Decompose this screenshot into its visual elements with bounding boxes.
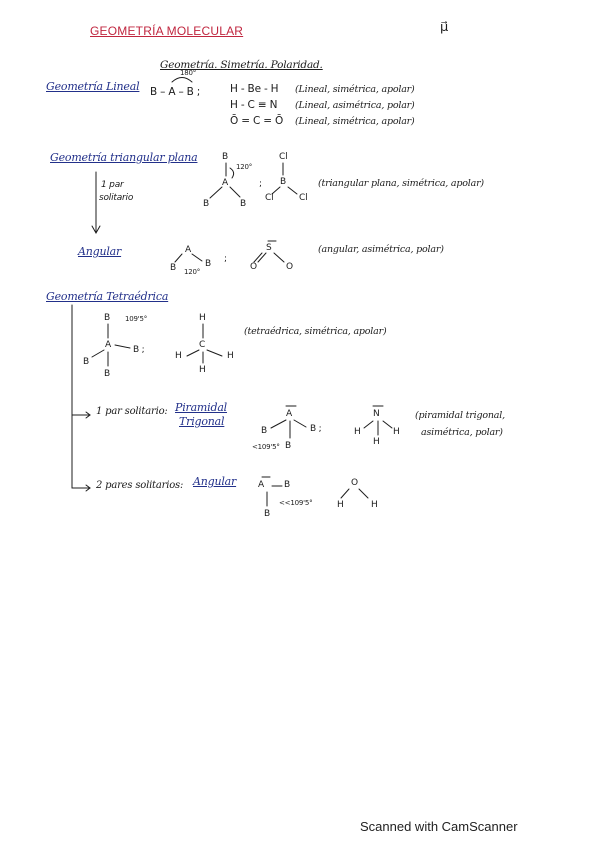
atom-label: Cl xyxy=(279,152,288,162)
tetrahedral-note: (tetraédrica, simétrica, apolar) xyxy=(244,326,387,337)
bond-line xyxy=(382,420,393,429)
atom-label: B xyxy=(104,369,110,379)
atom-label: A xyxy=(185,245,191,255)
pyramidal-heading: Trigonal xyxy=(179,415,225,428)
tetrahedral-angle: 109'5° xyxy=(125,315,148,323)
lone-pair-note: 1 par xyxy=(101,180,124,190)
atom-label: B xyxy=(280,177,286,187)
atom-label: O xyxy=(250,262,257,272)
arrow-head xyxy=(91,225,101,235)
atom-label: H xyxy=(199,365,206,375)
atom-label: B xyxy=(240,199,246,209)
atom-label: B xyxy=(170,263,176,273)
arrow-head xyxy=(85,411,91,419)
separator: ; xyxy=(259,179,262,189)
arrow-head xyxy=(85,484,91,492)
trigonal-heading: Geometría triangular plana xyxy=(50,151,198,164)
bond-line xyxy=(270,419,287,429)
linear-example-formula: H - C ≡ N xyxy=(230,99,278,111)
linear-example-formula: Ō = C = Ō xyxy=(230,115,284,127)
separator: ; xyxy=(224,254,227,264)
bond-line xyxy=(271,186,281,195)
atom-label: B ; xyxy=(310,424,322,434)
angular-heading: Angular xyxy=(193,475,237,488)
tetrahedral-heading: Geometría Tetraédrica xyxy=(46,290,169,303)
page-title: GEOMETRÍA MOLECULAR xyxy=(90,24,244,38)
bond-line xyxy=(174,253,183,263)
pyramidal-angle: <109'5° xyxy=(252,443,280,451)
atom-label: H xyxy=(175,351,182,361)
linear-angle: 180° xyxy=(180,69,197,77)
trigonal-angle: 120° xyxy=(236,163,253,171)
bond-line xyxy=(191,253,203,262)
atom-label: A xyxy=(222,178,228,188)
atom-label: B xyxy=(222,152,228,162)
angular-note: (angular, asimétrica, polar) xyxy=(318,244,444,255)
atom-label: H xyxy=(199,313,206,323)
pyramidal-note: asimétrica, polar) xyxy=(421,427,503,438)
atom-label: H xyxy=(371,500,378,510)
pyramidal-branch-label: 1 par solitario: xyxy=(96,406,168,417)
atom-label: A xyxy=(105,340,111,350)
atom-label: H xyxy=(337,500,344,510)
angular-branch-label: 2 pares solitarios: xyxy=(96,480,184,491)
bond-line xyxy=(340,488,350,499)
linear-heading: Geometría Lineal xyxy=(46,80,140,93)
trigonal-note: (triangular plana, simétrica, apolar) xyxy=(318,178,484,189)
bond-line xyxy=(186,349,200,357)
atom-label: B xyxy=(104,313,110,323)
linear-example-formula: H - Be - H xyxy=(230,83,279,95)
dipole-moment-symbol: μ⃗ xyxy=(440,20,449,35)
linear-example-note: (Lineal, simétrica, apolar) xyxy=(295,116,415,127)
atom-label: H xyxy=(227,351,234,361)
columns-header: Geometría. Simetría. Polaridad. xyxy=(160,59,323,71)
atom-label: Cl xyxy=(265,193,274,203)
atom-label: B xyxy=(264,509,270,519)
bond-line xyxy=(257,252,267,263)
atom-label: B xyxy=(284,480,290,490)
bond-line xyxy=(206,349,223,357)
atom-label: B xyxy=(83,357,89,367)
atom-label: B xyxy=(261,426,267,436)
atom-label: C xyxy=(199,340,206,350)
bond-line xyxy=(293,419,307,428)
angular-angle: 120° xyxy=(184,268,201,276)
scanner-watermark: Scanned with CamScanner xyxy=(360,819,518,834)
angle-arc xyxy=(171,77,193,83)
atom-label: B xyxy=(205,259,211,269)
atom-label: A xyxy=(286,409,292,419)
bond-line xyxy=(114,344,131,349)
bond-line xyxy=(91,349,105,358)
pyramidal-note: (piramidal trigonal, xyxy=(415,410,505,421)
atom-label: H xyxy=(354,427,361,437)
linear-diagram: B – A – B ; xyxy=(150,86,201,98)
atom-label: O xyxy=(286,262,293,272)
atom-label: H xyxy=(373,437,380,447)
atom-label: B xyxy=(285,441,291,451)
linear-example-note: (Lineal, asimétrica, polar) xyxy=(295,100,415,111)
bond-line xyxy=(287,186,298,195)
atom-label: S xyxy=(266,243,272,253)
lone-pair-note: solitario xyxy=(99,193,134,203)
bond-line xyxy=(273,252,285,263)
linear-example-note: (Lineal, simétrica, apolar) xyxy=(295,84,415,95)
pyramidal-heading: Piramidal xyxy=(175,401,228,414)
bond-line xyxy=(363,420,374,429)
atom-label: B ; xyxy=(133,345,145,355)
atom-label: Cl xyxy=(299,193,308,203)
angle-arc xyxy=(229,167,235,179)
angular-angle: <<109'5° xyxy=(279,499,313,507)
bond-line xyxy=(358,488,369,499)
bond-line xyxy=(253,252,263,263)
atom-label: A xyxy=(258,480,264,490)
atom-label: O xyxy=(351,478,358,488)
atom-label: N xyxy=(373,409,380,419)
bond-line xyxy=(229,186,241,198)
atom-label: B xyxy=(203,199,209,209)
atom-label: H xyxy=(393,427,400,437)
bond-line xyxy=(209,186,223,199)
angular-heading: Angular xyxy=(78,245,122,258)
